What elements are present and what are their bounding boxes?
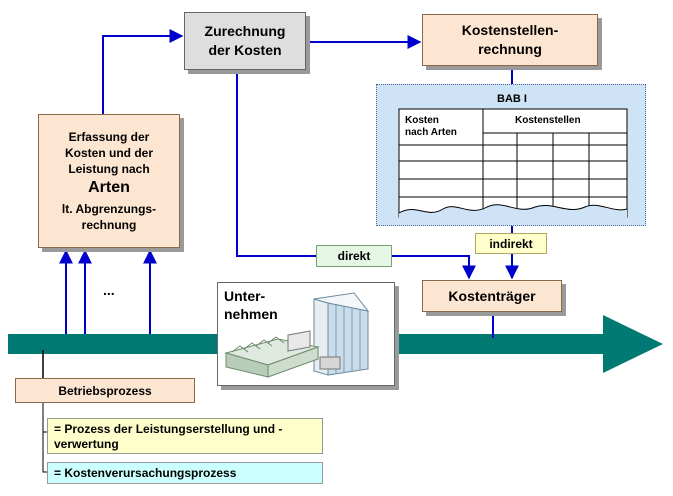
- unternehmen-line1: Unter-: [224, 288, 266, 304]
- kostentraeger-label: Kostenträger: [448, 288, 536, 304]
- bab-col-kosten: Kosten nach Arten: [405, 115, 457, 139]
- kostenstellenrechnung-box[interactable]: Kostenstellen- rechnung: [422, 14, 598, 66]
- edge-erfassung-to-zurechnung: [102, 29, 184, 114]
- erfassung-line1: Erfassung der: [68, 130, 150, 144]
- erfassung-line5: lt. Abgrenzungs-: [61, 202, 157, 216]
- direkt-label: direkt: [316, 245, 392, 267]
- erfassung-box[interactable]: Erfassung der Kosten und der Leistung na…: [38, 114, 180, 248]
- betriebsprozess-label: Betriebsprozess: [58, 383, 152, 398]
- zurechnung-der-kosten-box[interactable]: Zurechnung der Kosten: [184, 12, 306, 70]
- ellipsis-more-inputs: ...: [103, 282, 115, 298]
- erfassung-line3: Leistung nach: [68, 162, 150, 176]
- note-leistung-line1: = Prozess der Leistungserstellung und -: [54, 422, 283, 436]
- unternehmen-box[interactable]: Unter- nehmen: [217, 282, 395, 386]
- bab-table: [398, 108, 628, 218]
- edge-betriebsprozess-to-notes: [42, 403, 47, 473]
- zurechnung-line2: der Kosten: [208, 42, 282, 58]
- bab-col-kostenstellen: Kostenstellen: [515, 115, 581, 126]
- kostenstellenrechnung-line1: Kostenstellen-: [461, 22, 559, 38]
- unternehmen-line2: nehmen: [224, 306, 278, 322]
- erfassung-line4: Arten: [88, 179, 130, 196]
- zurechnung-line1: Zurechnung: [204, 23, 286, 39]
- note-leistungserstellung: = Prozess der Leistungserstellung und - …: [47, 418, 323, 454]
- erfassung-line6: rechnung: [81, 218, 137, 232]
- kostenstellenrechnung-line2: rechnung: [478, 41, 542, 57]
- note-kostenverursachung: = Kostenverursachungsprozess: [47, 462, 323, 484]
- note-leistung-line2: verwertung: [54, 437, 119, 451]
- bab-col1-line2: nach Arten: [405, 127, 457, 138]
- indirekt-label: indirekt: [475, 233, 547, 254]
- betriebsprozess-box[interactable]: Betriebsprozess: [15, 378, 195, 403]
- erfassung-line2: Kosten und der: [64, 146, 153, 160]
- bab-panel: BAB I Kosten nach Arten Kostenstellen: [376, 84, 646, 226]
- factory-building-icon: [224, 292, 370, 378]
- bab-title: BAB I: [497, 93, 527, 105]
- bab-col1-line1: Kosten: [405, 115, 439, 126]
- kostentraeger-box[interactable]: Kostenträger: [422, 280, 562, 312]
- unternehmen-label: Unter- nehmen: [224, 287, 278, 323]
